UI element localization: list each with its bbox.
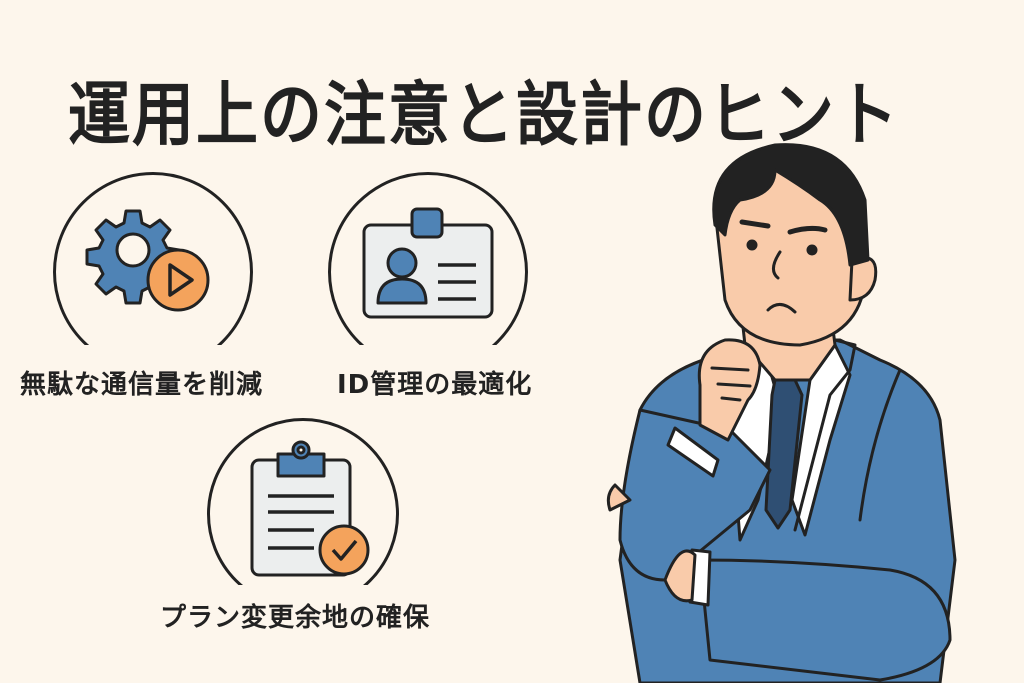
clipboard-check-icon	[250, 440, 370, 577]
hint-label: プラン変更余地の確保	[160, 603, 431, 633]
gear-play-icon	[85, 209, 210, 312]
hint-label: ID管理の最適化	[337, 370, 533, 400]
page-title: 運用上の注意と設計のヒント	[68, 73, 901, 156]
hint-label: 無駄な通信量を削減	[20, 370, 264, 400]
id-card-icon	[362, 207, 494, 319]
thinking-businessman-illustration	[606, 143, 957, 683]
